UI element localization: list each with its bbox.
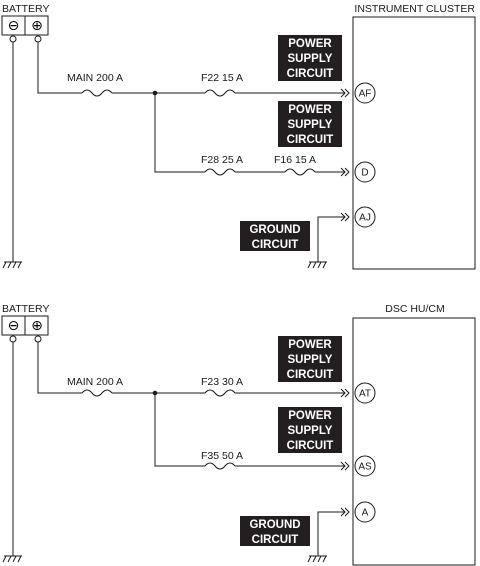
svg-text:CIRCUIT: CIRCUIT bbox=[287, 440, 334, 452]
svg-text:POWER: POWER bbox=[288, 410, 332, 422]
fuse-f16-label: F16 15 A bbox=[274, 154, 316, 166]
battery-negative-terminal: ⊖ bbox=[8, 317, 20, 333]
svg-text:SUPPLY: SUPPLY bbox=[288, 354, 333, 366]
svg-text:A: A bbox=[362, 508, 369, 519]
badge-power-supply-circuit: POWER SUPPLY CIRCUIT bbox=[278, 35, 342, 81]
badge-ground-circuit: GROUND CIRCUIT bbox=[240, 516, 310, 546]
svg-text:AF: AF bbox=[359, 89, 372, 100]
badge-ground-circuit: GROUND CIRCUIT bbox=[240, 221, 310, 251]
connector-at: AT bbox=[354, 382, 376, 404]
svg-text:CIRCUIT: CIRCUIT bbox=[252, 239, 299, 251]
svg-text:AS: AS bbox=[358, 462, 372, 473]
fuse-f22-label: F22 15 A bbox=[201, 72, 243, 84]
battery-symbol: ⊖ ⊕ bbox=[1, 315, 49, 343]
connector-d: D bbox=[354, 161, 376, 183]
main-feed-wire bbox=[37, 42, 205, 97]
badge-power-supply-circuit-2: POWER SUPPLY CIRCUIT bbox=[278, 101, 342, 147]
connector-a: A bbox=[354, 501, 376, 523]
diagram-instrument-cluster: BATTERY INSTRUMENT CLUSTER ⊖ ⊕ MAI bbox=[1, 3, 476, 270]
wire-to-aj bbox=[307, 212, 350, 269]
battery-symbol: ⊖ ⊕ bbox=[1, 15, 49, 43]
diagram-dsc-hu-cm: BATTERY DSC HU/CM ⊖ ⊕ MAIN 200 A bbox=[1, 303, 476, 566]
svg-text:POWER: POWER bbox=[288, 104, 332, 116]
module-label: INSTRUMENT CLUSTER bbox=[354, 3, 475, 15]
connector-af: AF bbox=[354, 82, 376, 104]
svg-text:CIRCUIT: CIRCUIT bbox=[287, 134, 334, 146]
svg-text:SUPPLY: SUPPLY bbox=[288, 119, 333, 131]
svg-text:SUPPLY: SUPPLY bbox=[288, 53, 333, 65]
battery-positive-terminal: ⊕ bbox=[31, 317, 43, 333]
battery-positive-terminal: ⊕ bbox=[31, 17, 43, 33]
wire-to-a bbox=[307, 507, 350, 563]
connector-aj: AJ bbox=[354, 206, 376, 228]
connector-as: AS bbox=[354, 455, 376, 477]
svg-text:D: D bbox=[361, 168, 368, 179]
svg-text:SUPPLY: SUPPLY bbox=[288, 425, 333, 437]
svg-text:CIRCUIT: CIRCUIT bbox=[252, 534, 299, 546]
battery-negative-terminal: ⊖ bbox=[8, 17, 20, 33]
wire-to-at bbox=[204, 388, 350, 398]
dsc-hu-cm-box bbox=[352, 317, 476, 566]
svg-text:GROUND: GROUND bbox=[249, 224, 300, 236]
fuse-f23-label: F23 30 A bbox=[201, 376, 243, 388]
main-feed-wire bbox=[37, 342, 205, 397]
battery-ground-wire bbox=[2, 42, 22, 269]
main-fuse-label: MAIN 200 A bbox=[67, 376, 123, 388]
badge-power-supply-circuit: POWER SUPPLY CIRCUIT bbox=[278, 336, 342, 382]
fuse-f35-label: F35 50 A bbox=[201, 450, 243, 462]
module-label: DSC HU/CM bbox=[385, 303, 445, 315]
svg-text:CIRCUIT: CIRCUIT bbox=[287, 68, 334, 80]
badge-power-supply-circuit-2: POWER SUPPLY CIRCUIT bbox=[278, 407, 342, 453]
wire-to-d bbox=[154, 93, 350, 177]
svg-text:AT: AT bbox=[359, 389, 371, 400]
main-fuse-label: MAIN 200 A bbox=[67, 72, 123, 84]
wire-to-as bbox=[154, 393, 350, 471]
instrument-cluster-box bbox=[352, 16, 476, 270]
battery-label: BATTERY bbox=[2, 303, 49, 315]
svg-text:CIRCUIT: CIRCUIT bbox=[287, 369, 334, 381]
svg-text:AJ: AJ bbox=[359, 213, 371, 224]
battery-ground-wire bbox=[2, 342, 22, 563]
svg-text:POWER: POWER bbox=[288, 38, 332, 50]
svg-text:POWER: POWER bbox=[288, 339, 332, 351]
wire-to-af bbox=[204, 88, 350, 98]
fuse-f28-label: F28 25 A bbox=[201, 154, 243, 166]
svg-text:GROUND: GROUND bbox=[249, 519, 300, 531]
battery-label: BATTERY bbox=[2, 3, 49, 15]
